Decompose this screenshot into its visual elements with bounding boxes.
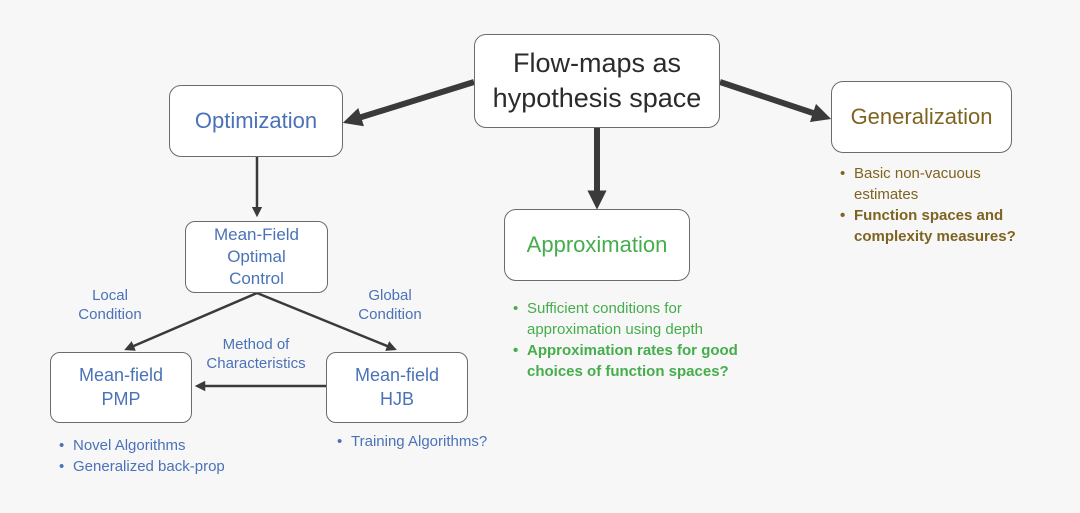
edge-label-local-condition: Local Condition (60, 287, 160, 325)
arrow-root-to-optimization (342, 79, 475, 127)
node-flow-maps-line2: hypothesis space (492, 83, 702, 113)
node-mfoc-line1: Mean-Field (213, 224, 300, 244)
approximation-bullets: Sufficient conditions for approximation … (513, 298, 793, 382)
edge-label-characteristics-line2: Characteristics (206, 354, 306, 372)
node-optimization-label: Optimization (194, 108, 318, 133)
node-generalization: Generalization (831, 81, 1012, 153)
edge-label-characteristics-line1: Method of (222, 336, 290, 353)
pmp-bullet-1: Novel Algorithms (59, 435, 299, 456)
generalization-bullet-2: Function spaces and complexity measures? (840, 205, 1070, 247)
approximation-bullet-1: Sufficient conditions for approximation … (513, 298, 793, 340)
edge-label-local-line1: Local (92, 287, 128, 304)
node-flow-maps: Flow-maps as hypothesis space (474, 34, 720, 128)
node-approximation: Approximation (504, 209, 690, 281)
node-mean-field-optimal-control: Mean-Field Optimal Control (185, 221, 328, 293)
generalization-bullets: Basic non-vacuous estimates Function spa… (840, 163, 1070, 247)
arrow-root-to-generalization (719, 79, 832, 123)
arrow-mfoc-to-hjb (256, 291, 397, 351)
edge-label-global-line2: Condition (358, 305, 422, 323)
hjb-bullets: Training Algorithms? (337, 431, 557, 452)
edge-label-method-of-characteristics: Method of Characteristics (194, 336, 318, 374)
edge-label-global-condition: Global Condition (340, 287, 440, 325)
edge-label-local-line2: Condition (78, 305, 142, 323)
node-mfoc-line2: Optimal (227, 246, 286, 266)
hjb-bullet-1: Training Algorithms? (337, 431, 557, 452)
pmp-bullets: Novel Algorithms Generalized back-prop (59, 435, 299, 477)
node-mfoc-line3: Control (229, 269, 284, 289)
node-flow-maps-line1: Flow-maps as (512, 47, 682, 78)
node-optimization: Optimization (169, 85, 343, 157)
node-hjb-line2: HJB (379, 388, 414, 409)
node-generalization-label: Generalization (850, 104, 993, 129)
node-pmp-line1: Mean-field (78, 365, 164, 386)
node-approximation-label: Approximation (526, 232, 668, 257)
approximation-bullet-2: Approximation rates for good choices of … (513, 340, 793, 382)
pmp-bullet-2: Generalized back-prop (59, 456, 299, 477)
node-hjb-line1: Mean-field (354, 365, 440, 386)
node-mean-field-pmp: Mean-field PMP (50, 352, 192, 423)
arrow-mfoc-to-pmp (124, 291, 258, 351)
node-pmp-line2: PMP (101, 388, 141, 409)
edge-label-global-line1: Global (368, 287, 412, 304)
node-mean-field-hjb: Mean-field HJB (326, 352, 468, 423)
generalization-bullet-1: Basic non-vacuous estimates (840, 163, 1070, 205)
